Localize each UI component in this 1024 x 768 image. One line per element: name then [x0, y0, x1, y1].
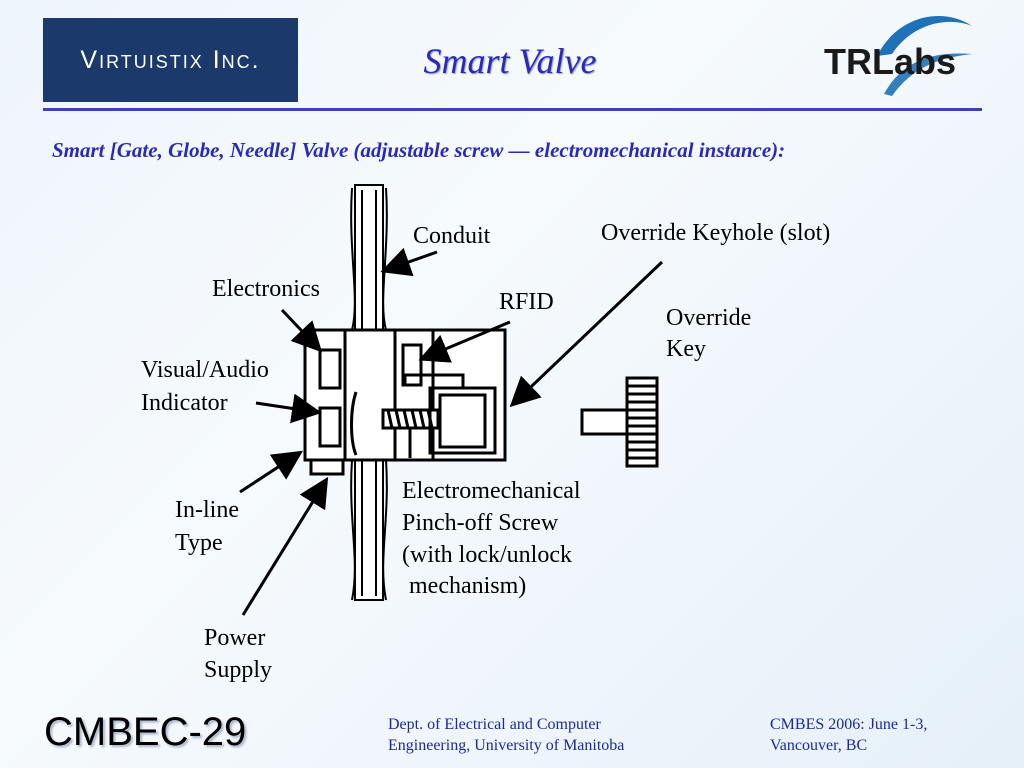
virtuistix-logo-text: Virtuistix Inc. — [80, 45, 261, 74]
footer-department-line1: Dept. of Electrical and Computer — [388, 716, 601, 733]
power-arrow — [241, 476, 329, 616]
label-electromech-line4: mechanism) — [409, 573, 526, 599]
label-electromech-line2: Pinch-off Screw — [402, 510, 559, 536]
footer-conference: CMBES 2006: June 1-3, Vancouver, BC — [770, 714, 927, 756]
label-visual-audio-line2: Indicator — [141, 390, 228, 416]
label-rfid: RFID — [499, 289, 554, 315]
label-inline-line2: Type — [175, 530, 223, 556]
electronics-arrow — [280, 308, 323, 353]
pinch-off-screw — [350, 373, 497, 458]
label-override-key-line2: Key — [666, 336, 706, 362]
footer-department: Dept. of Electrical and Computer Enginee… — [388, 714, 624, 756]
rfid-arrow — [418, 320, 511, 363]
conduit-arrow — [380, 247, 438, 277]
keyhole-arrow — [509, 260, 664, 408]
footer-conference-line2: Vancouver, BC — [770, 737, 868, 754]
page-title: Smart Valve — [423, 41, 597, 81]
footer-department-line2: Engineering, University of Manitoba — [388, 737, 625, 754]
label-override-key-line1: Override — [666, 305, 751, 331]
label-electromech-line3: (with lock/unlock — [402, 542, 572, 568]
header-divider — [43, 108, 982, 111]
leader-arrows — [239, 247, 664, 616]
override-key — [580, 376, 659, 468]
label-electromech-line1: Electromechanical — [402, 478, 581, 504]
inline-arrow — [239, 450, 304, 494]
label-power-line2: Supply — [204, 657, 272, 683]
label-inline-line1: In-line — [175, 497, 239, 523]
trlabs-logo: TRLabs — [824, 16, 972, 96]
footer-conference-line1: CMBES 2006: June 1-3, — [770, 716, 928, 733]
trlabs-logo-text: TRLabs — [824, 41, 956, 82]
label-override-keyhole: Override Keyhole (slot) — [601, 220, 830, 246]
label-electronics: Electronics — [212, 276, 320, 302]
label-visual-audio-line1: Visual/Audio — [141, 357, 269, 383]
label-conduit: Conduit — [413, 223, 491, 249]
virtuistix-logo: Virtuistix Inc. — [43, 18, 298, 102]
slide-subtitle: Smart [Gate, Globe, Needle] Valve (adjus… — [52, 138, 786, 162]
label-power-line1: Power — [204, 625, 265, 651]
slide-code: CMBEC-29 — [44, 710, 247, 754]
trlabs-swoosh-icon — [877, 16, 972, 56]
indicator-arrow — [255, 393, 322, 424]
